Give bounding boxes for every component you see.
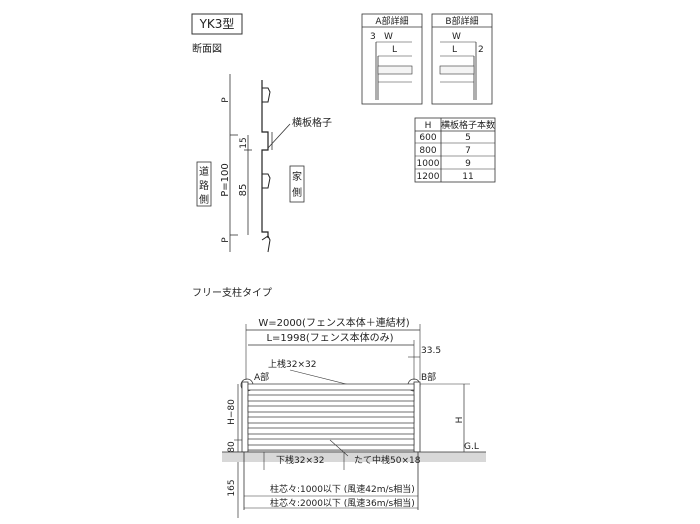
elevation-drawing: W=2000(フェンス本体＋連結材) L=1998(フェンス本体のみ) 33.5… [222, 316, 486, 518]
dim-165: 165 [227, 479, 237, 496]
detail-a: A部詳細 3 W L [361, 13, 423, 105]
detail-b: B部詳細 W L 2 [431, 13, 493, 105]
l-dimension: L=1998(フェンス本体のみ) [266, 331, 393, 344]
part-b-label: B部 [421, 371, 436, 383]
road-side-2: 路 [199, 179, 209, 192]
detail-b-dim-2: 2 [478, 45, 484, 55]
table-cell-h: 1200 [417, 172, 440, 182]
dim-80: 80 [227, 441, 237, 453]
gl-label: G.L [464, 442, 479, 452]
lattice-count-table: H 横板格子本数 600 5 800 7 1000 9 1200 11 [414, 117, 496, 183]
road-side-3: 側 [199, 193, 209, 206]
road-side-box [196, 161, 212, 207]
right-post [413, 381, 421, 453]
detail-b-w: W [452, 32, 461, 42]
w-dimension: W=2000(フェンス本体＋連結材) [258, 316, 409, 329]
free-post-title: フリー支柱タイプ [192, 286, 272, 299]
detail-b-l: L [452, 45, 457, 55]
ground-band [222, 452, 486, 462]
table-cell-count: 9 [465, 159, 471, 169]
detail-b-title: B部詳細 [445, 15, 478, 27]
road-side-1: 道 [199, 165, 209, 178]
model-label: YK3型 [199, 17, 235, 31]
table-header-h: H [425, 121, 432, 131]
mid-post-label: たて中桟50×18 [354, 454, 421, 466]
top-rail-label: 上桟32×32 [268, 358, 316, 370]
house-side-2: 側 [292, 186, 302, 199]
model-label-box [191, 13, 243, 35]
house-side-box [289, 165, 305, 203]
section-drawing: P P=100 P 15 85 横板格子 道 路 側 家 側 [196, 74, 332, 253]
dim-85: 85 [238, 184, 249, 197]
table-header-count: 横板格子本数 [441, 119, 495, 131]
pitch-label-mid: P=100 [220, 163, 231, 197]
table-cell-h: 600 [419, 133, 436, 143]
h-minus-80: H−80 [227, 399, 237, 425]
h-label: H [455, 417, 465, 424]
table-cell-count: 11 [462, 172, 473, 182]
dim-33-5: 33.5 [421, 346, 441, 356]
part-a-label: A部 [254, 371, 269, 383]
pitch-label-top: P [221, 97, 231, 103]
section-title: 断面図 [192, 42, 222, 55]
post-spacing-note-1: 柱芯々:1000以下 (風速42m/s相当) [270, 483, 415, 495]
table-cell-h: 1000 [417, 159, 440, 169]
left-post [241, 381, 249, 453]
detail-a-title: A部詳細 [375, 15, 408, 27]
callout-yokoita-koushi: 横板格子 [292, 116, 332, 129]
dim-15: 15 [239, 137, 249, 148]
bottom-rail-label: 下桟32×32 [276, 454, 324, 466]
detail-a-dim-3: 3 [370, 32, 376, 42]
detail-a-l: L [392, 45, 397, 55]
table-cell-h: 800 [419, 146, 436, 156]
detail-a-w: W [384, 32, 393, 42]
post-spacing-note-2: 柱芯々:2000以下 (風速36m/s相当) [270, 497, 415, 509]
house-side-1: 家 [292, 170, 302, 183]
table-cell-count: 5 [465, 133, 471, 143]
pitch-label-bot: P [221, 237, 231, 243]
table-cell-count: 7 [465, 146, 471, 156]
